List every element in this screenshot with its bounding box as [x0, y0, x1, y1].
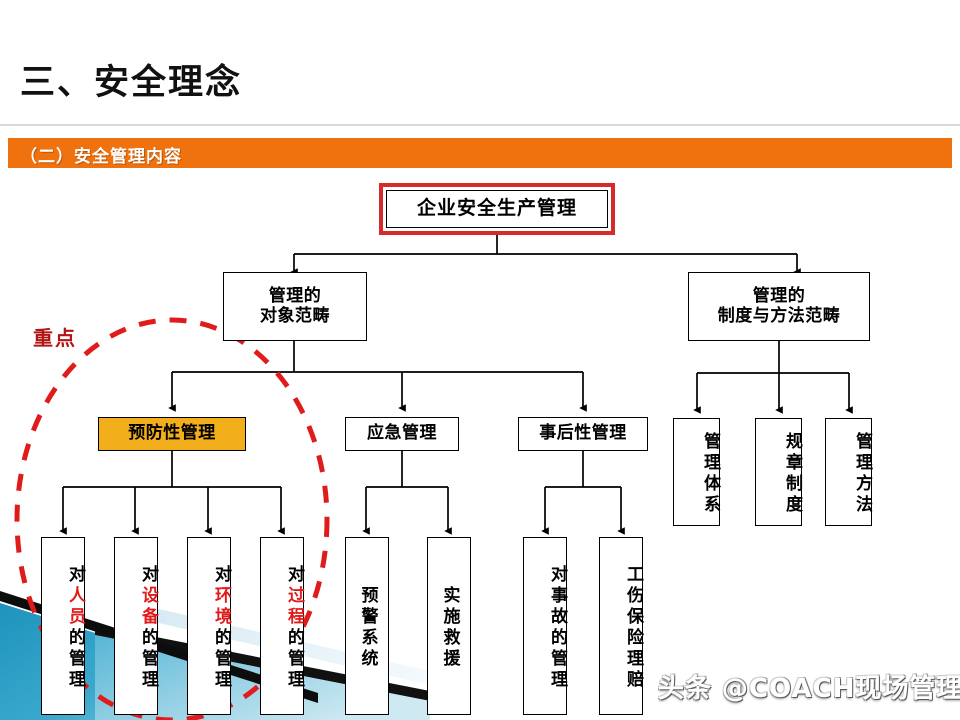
node-text-emphasis: 环境	[211, 586, 231, 628]
section-header-bar: （二）安全管理内容	[8, 138, 952, 168]
node-equipment-management[interactable]: 对设备的管理	[114, 537, 158, 715]
node-text-pre: 对	[284, 565, 304, 586]
node-text-post: 的管理	[211, 628, 231, 691]
node-rules-and-regulations[interactable]: 规章制度	[755, 418, 802, 526]
node-text-pre: 对	[65, 565, 85, 586]
emphasis-ellipse	[14, 317, 330, 720]
title-divider	[0, 124, 960, 126]
node-line-2: 对象范畴	[260, 305, 330, 326]
node-text-post: 的管理	[284, 628, 304, 691]
node-line-2: 制度与方法范畴	[717, 305, 841, 326]
page-title: 三、安全理念	[20, 63, 243, 103]
node-implement-rescue[interactable]: 实施救援	[427, 537, 471, 715]
node-management-methods[interactable]: 管理方法	[825, 418, 872, 526]
node-people-management[interactable]: 对人员的管理	[41, 537, 85, 715]
node-preventive-management[interactable]: 预防性管理	[98, 417, 246, 451]
node-line-1: 管理的	[268, 286, 322, 307]
node-root[interactable]: 企业安全生产管理	[386, 190, 608, 228]
node-management-system-scope[interactable]: 管理的 制度与方法范畴	[688, 272, 870, 341]
node-emergency-management[interactable]: 应急管理	[345, 417, 459, 451]
node-text-pre: 对	[138, 565, 158, 586]
watermark-text: 头条 @COACH现场管理	[658, 674, 960, 704]
section-header-label: （二）安全管理内容	[20, 147, 182, 167]
node-aftermath-management[interactable]: 事后性管理	[518, 417, 648, 451]
node-text-post: 的管理	[138, 628, 158, 691]
node-text-emphasis: 过程	[284, 586, 304, 628]
node-text-post: 的管理	[65, 628, 85, 691]
node-text-emphasis: 人员	[65, 586, 85, 628]
node-work-injury-insurance-claim[interactable]: 工伤保险理赔	[599, 537, 643, 715]
node-line-1: 管理的	[752, 286, 806, 307]
node-process-management[interactable]: 对过程的管理	[260, 537, 304, 715]
node-text-pre: 对	[211, 565, 231, 586]
node-environment-management[interactable]: 对环境的管理	[187, 537, 231, 715]
node-text-emphasis: 设备	[138, 586, 158, 628]
node-accident-management[interactable]: 对事故的管理	[523, 537, 567, 715]
node-management-system[interactable]: 管理体系	[673, 418, 720, 526]
node-management-object-scope[interactable]: 管理的 对象范畴	[223, 272, 367, 341]
node-early-warning-system[interactable]: 预警系统	[345, 537, 389, 715]
emphasis-label: 重点	[33, 326, 77, 350]
